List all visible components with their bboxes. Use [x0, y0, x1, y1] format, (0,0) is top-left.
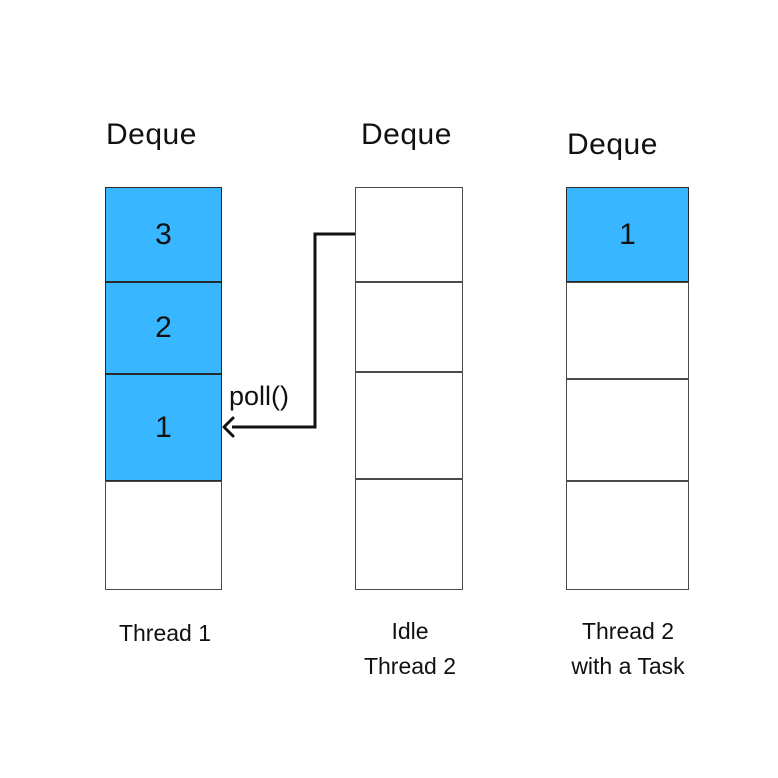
- thread-2-with-task-label-line-1: Thread 2: [581, 618, 675, 644]
- deque-cell-empty: [566, 481, 689, 590]
- deque-cell-task-1: 1: [105, 374, 222, 481]
- idle-thread-2-label: Idle Thread 2: [335, 614, 485, 684]
- deque-title-thread-1: Deque: [106, 118, 197, 151]
- deque-cell-empty: [566, 379, 689, 481]
- idle-thread-2-label-line-2: Thread 2: [363, 653, 457, 679]
- poll-arrowhead-icon: [222, 416, 235, 438]
- deque-cell-empty: [566, 282, 689, 379]
- thread-2-with-task-label: Thread 2 with a Task: [548, 614, 708, 684]
- thread-2-with-task-label-line-2: with a Task: [571, 653, 685, 679]
- deque-cell-task-2: 2: [105, 282, 222, 374]
- deque-title-idle-thread-2: Deque: [361, 118, 452, 151]
- deque-cell-empty: [355, 187, 463, 282]
- deque-cell-empty: [355, 479, 463, 590]
- poll-call-label: poll(): [229, 381, 290, 411]
- deque-cell-empty: [355, 282, 463, 372]
- deque-cell-task-1: 1: [566, 187, 689, 282]
- thread-1-label-line: Thread 1: [118, 620, 212, 646]
- idle-thread-2-label-line-1: Idle: [391, 618, 429, 644]
- deque-cell-empty: [105, 481, 222, 590]
- deque-cell-task-3: 3: [105, 187, 222, 282]
- thread-1-label: Thread 1: [95, 616, 235, 651]
- deque-title-thread-2-with-task: Deque: [567, 128, 658, 161]
- deque-cell-empty: [355, 372, 463, 479]
